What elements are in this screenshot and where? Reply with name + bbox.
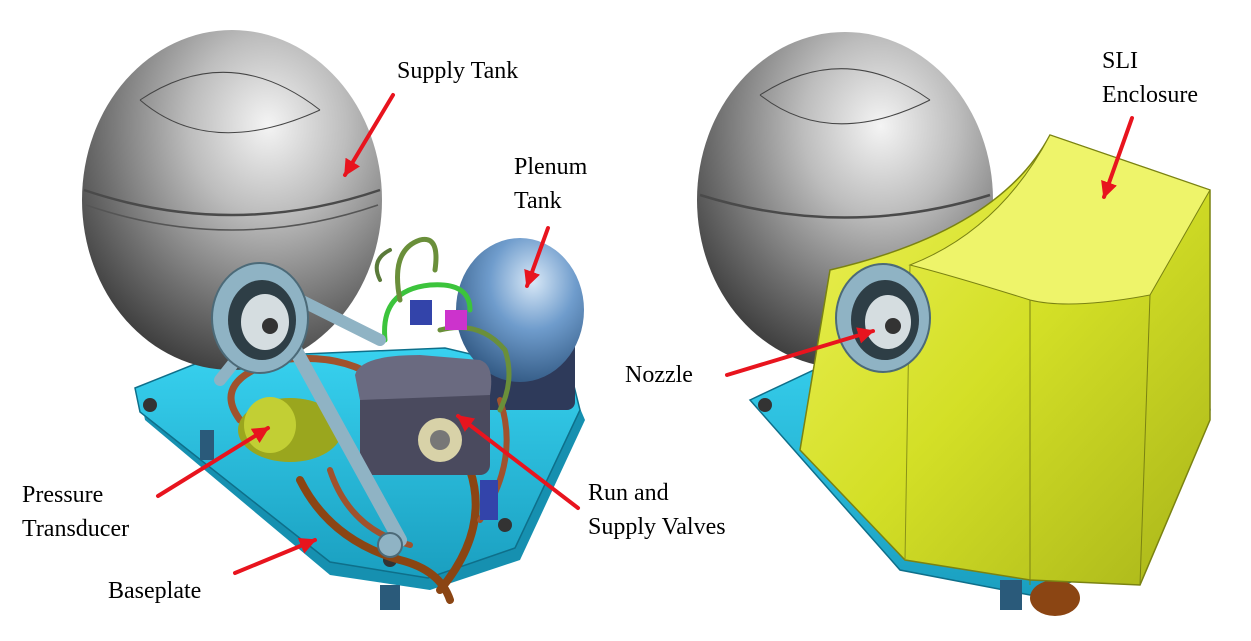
left-assembly (82, 30, 585, 610)
bolt-icon (498, 518, 512, 532)
nozzle-right (835, 263, 931, 373)
label-run-supply-valves: Run and Supply Valves (588, 480, 726, 540)
arrow-run-supply-valves (456, 414, 580, 510)
arrow-plenum-tank (524, 226, 550, 288)
bolt-icon (143, 398, 157, 412)
label-plenum-tank: Plenum Tank (514, 154, 588, 214)
plenum-tank (456, 238, 584, 410)
arrows (156, 93, 1134, 575)
arrow-supply-tank (343, 93, 395, 177)
label-nozzle: Nozzle (625, 362, 693, 388)
arrow-sli-enclosure (1101, 116, 1134, 199)
arrow-baseplate (233, 538, 317, 575)
arrow-nozzle (725, 327, 875, 377)
supply-tank (82, 30, 382, 370)
label-supply-tank: Supply Tank (397, 58, 519, 84)
arrow-pressure-transducer (156, 426, 270, 498)
right-assembly (697, 32, 1211, 616)
label-baseplate: Baseplate (108, 578, 202, 604)
label-sli-enclosure: SLI Enclosure (1102, 48, 1198, 108)
sli-enclosure (799, 134, 1211, 586)
nozzle-left (211, 262, 407, 558)
valve-block (355, 300, 498, 520)
label-pressure-transducer: Pressure Transducer (22, 482, 130, 542)
